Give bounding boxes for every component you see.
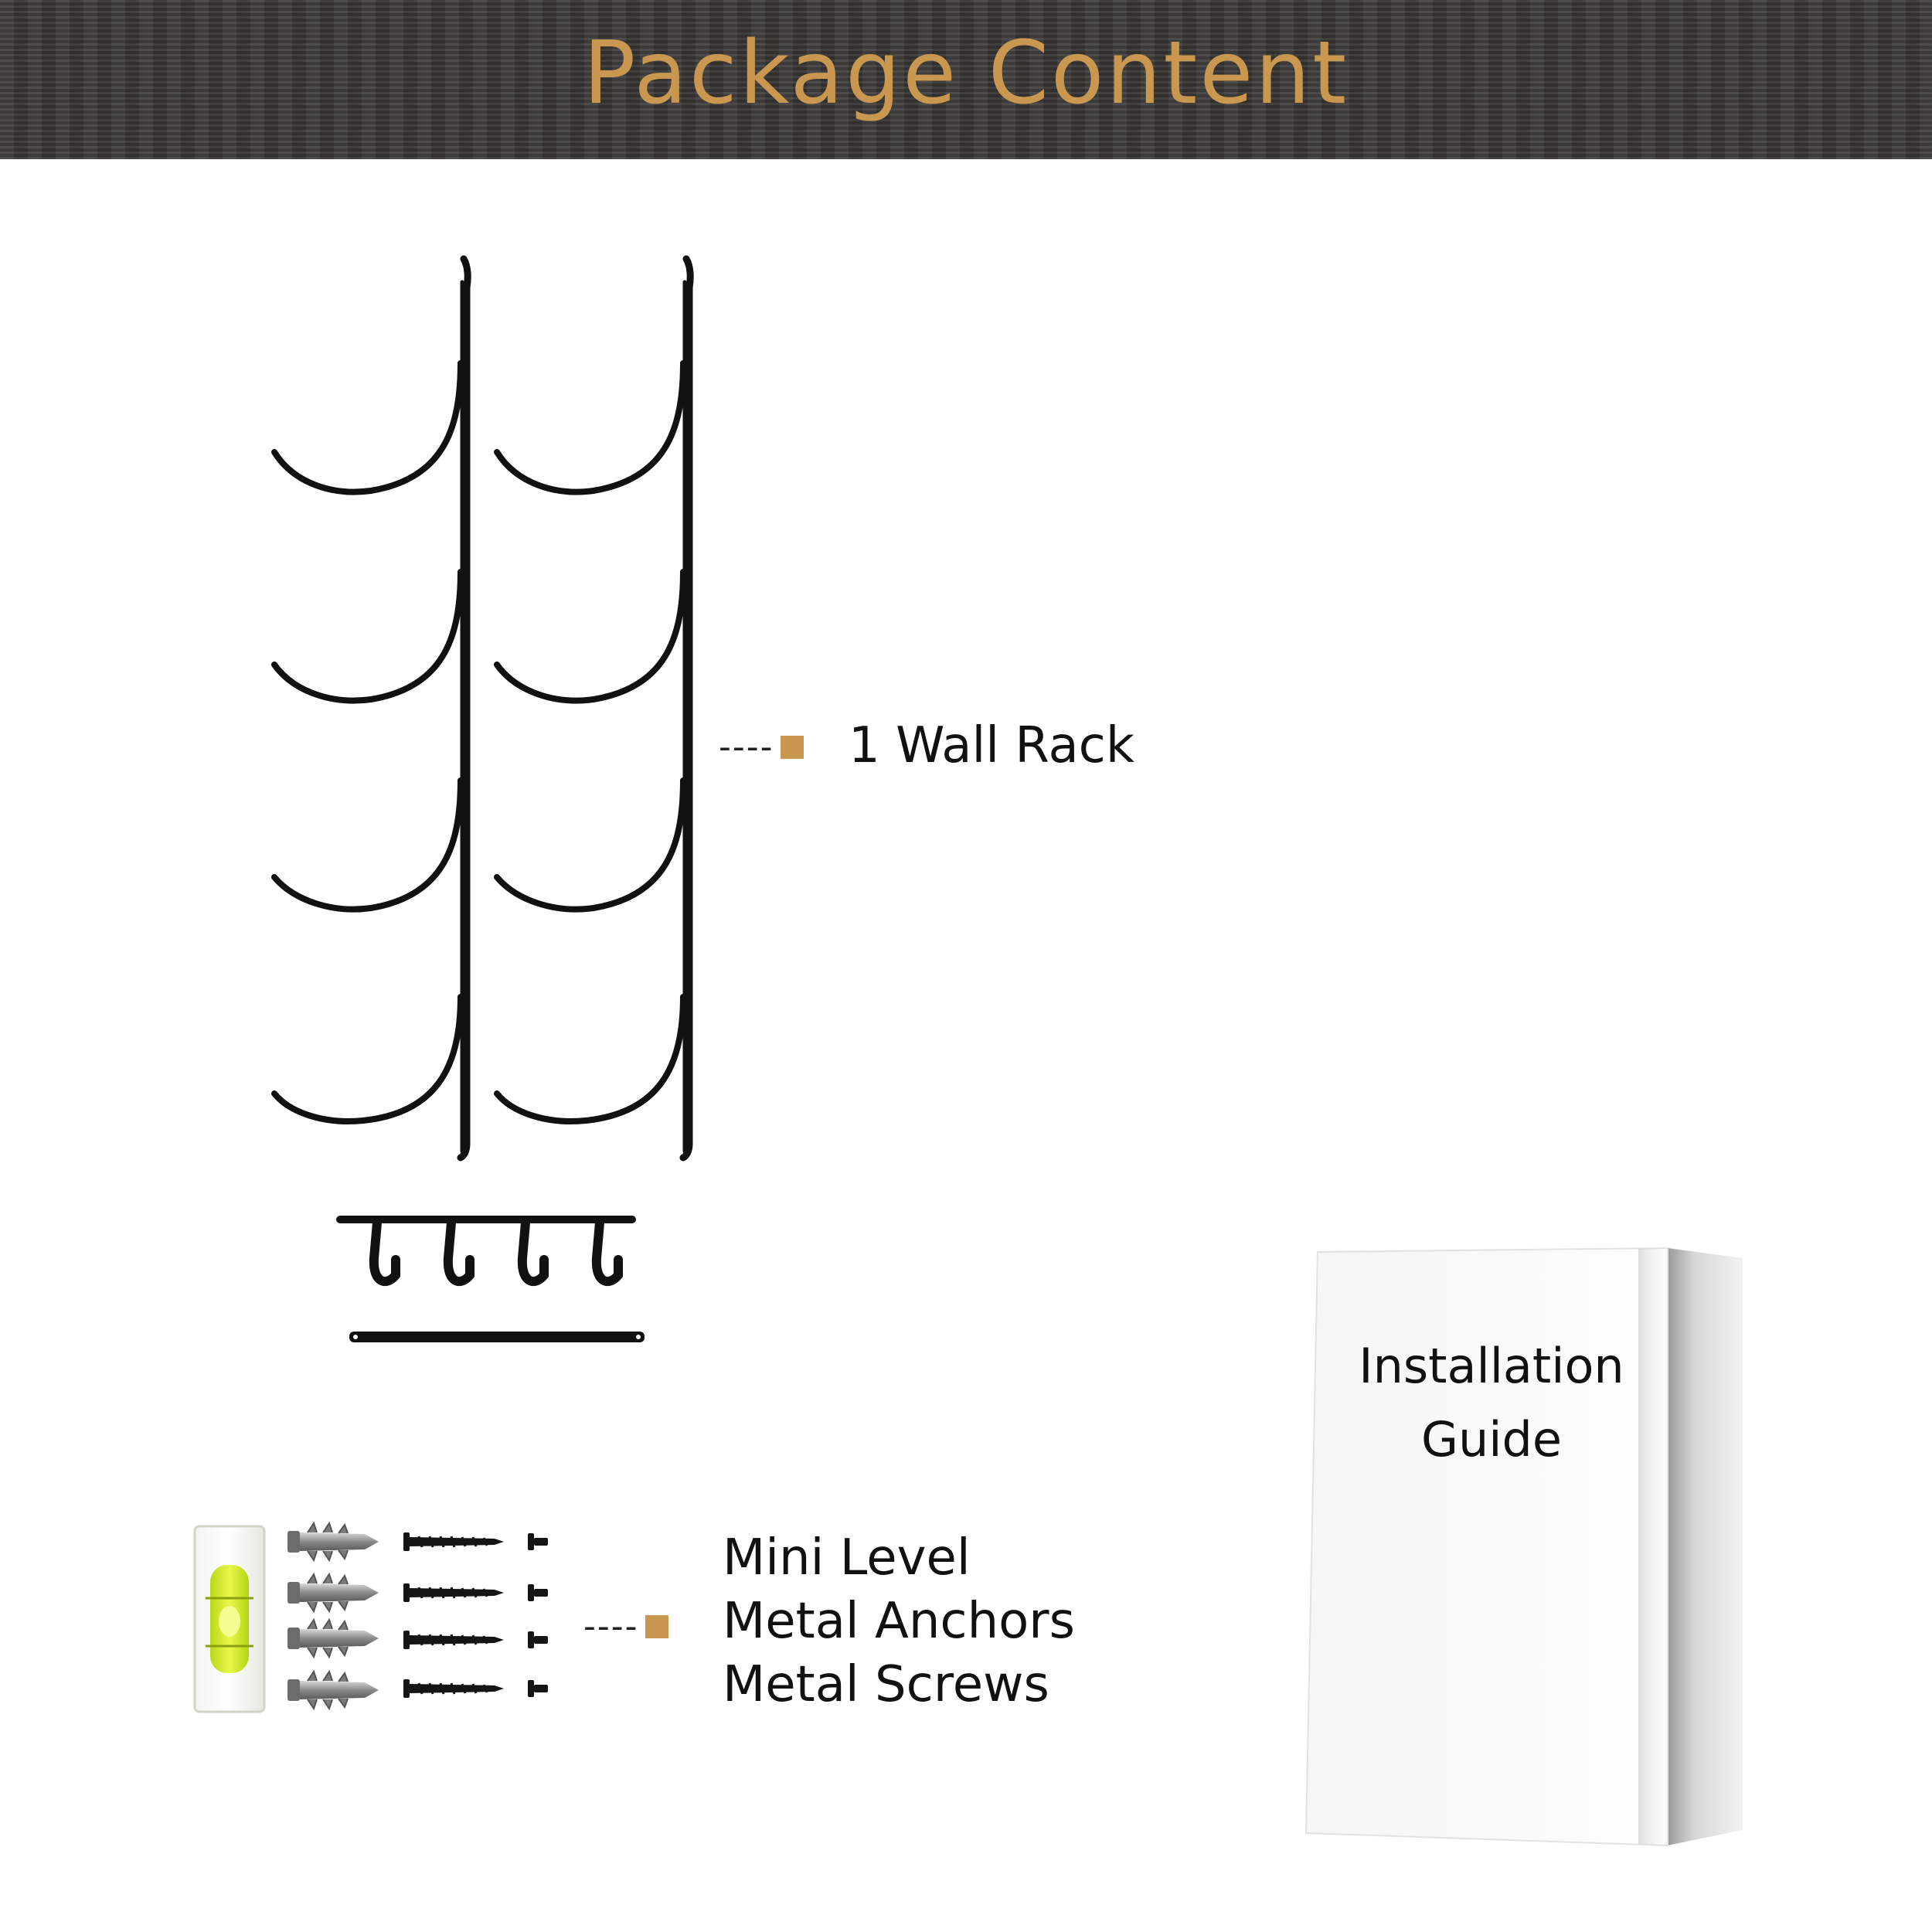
short-screw-icon <box>528 1680 548 1697</box>
wall-rack-illustration <box>271 255 694 1162</box>
screw-icon <box>403 1679 504 1698</box>
screw-icon <box>403 1532 504 1551</box>
screw-icon <box>403 1631 504 1649</box>
marker-square-icon <box>780 736 804 759</box>
guide-line-2: Guide <box>1420 1411 1563 1468</box>
rack-right-column <box>494 255 694 1162</box>
guide-booklet-icon <box>1304 1247 1743 1847</box>
anchor-icon <box>287 1572 379 1614</box>
guide-title: Installation Guide <box>1318 1329 1665 1476</box>
mounting-bar-icon <box>349 1332 645 1342</box>
anchors-group <box>287 1521 379 1711</box>
mini-level-icon <box>193 1525 266 1713</box>
wall-rack-label: 1 Wall Rack <box>849 717 1134 774</box>
screw-icon <box>403 1583 504 1602</box>
header-banner: Package Content <box>0 0 1932 159</box>
short-screw-icon <box>528 1533 548 1550</box>
short-screw-icon <box>528 1631 548 1648</box>
marker-square-icon <box>645 1615 668 1638</box>
label-metal-screws: Metal Screws <box>723 1656 1049 1713</box>
anchor-icon <box>287 1521 379 1563</box>
leader-dashes: ---- <box>719 727 774 767</box>
hardware-label-list: Mini Level Metal Anchors Metal Screws <box>723 1526 1075 1716</box>
leader-dashes: ---- <box>583 1607 639 1646</box>
hook-bar-icon <box>336 1216 636 1287</box>
page-title: Package Content <box>583 23 1349 124</box>
wall-rack-callout: ---- <box>719 730 804 764</box>
screws-group <box>403 1532 504 1698</box>
short-screws-group <box>528 1533 548 1697</box>
anchor-icon <box>287 1669 379 1711</box>
guide-line-1: Installation <box>1359 1338 1624 1394</box>
short-screw-icon <box>528 1584 548 1601</box>
anchor-icon <box>287 1617 379 1659</box>
label-metal-anchors: Metal Anchors <box>723 1593 1075 1650</box>
hardware-callout: ---- <box>583 1610 668 1644</box>
rack-left-column <box>271 255 471 1162</box>
label-mini-level: Mini Level <box>723 1529 971 1587</box>
